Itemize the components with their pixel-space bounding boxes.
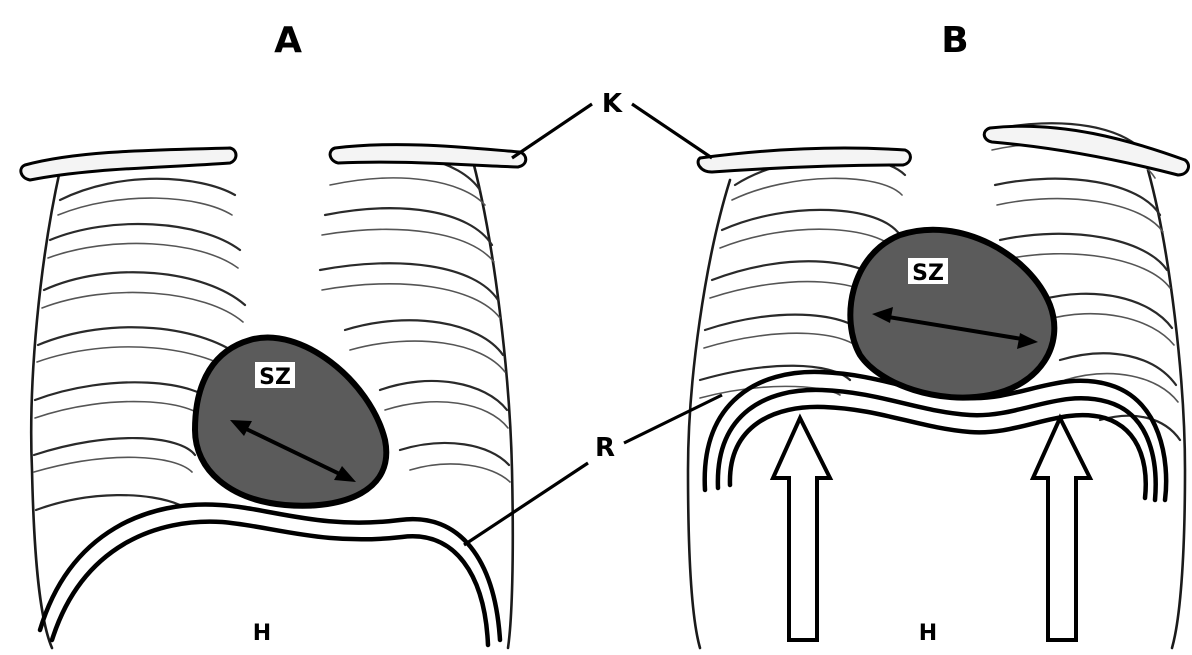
panel-a-heart-label: SZ [259,365,291,390]
panel-a-diaphragm [40,504,500,640]
panel-b-clavicle-right [984,126,1188,175]
panel-a-clavicle-right [330,145,526,167]
diaphragm-label: R [595,433,615,463]
clavicle-leader-right [632,104,712,158]
panel-b-abdomen-label: H [919,621,937,646]
panel-b: SZ B H [688,20,1189,648]
clavicle-leader-left [512,104,592,158]
panel-a-abdomen-label: H [253,621,271,646]
panel-b-heart-label: SZ [912,261,944,286]
panel-a-title: A [274,20,302,61]
panel-b-cage-right [1148,170,1185,648]
panel-b-up-arrow-right [1033,418,1090,640]
panel-b-clavicle-left [698,148,910,172]
panel-b-up-arrow-left [773,418,830,640]
panel-b-title: B [941,20,968,61]
panel-a-clavicle-left [21,148,236,180]
diaphragm-leader-right [624,395,722,443]
diaphragm-leader-left [464,463,588,545]
panel-a-cage-right [470,150,513,648]
clavicle-label: K [602,89,623,119]
panel-a: SZ A H [21,20,526,648]
panel-a-cage-left [31,170,60,648]
